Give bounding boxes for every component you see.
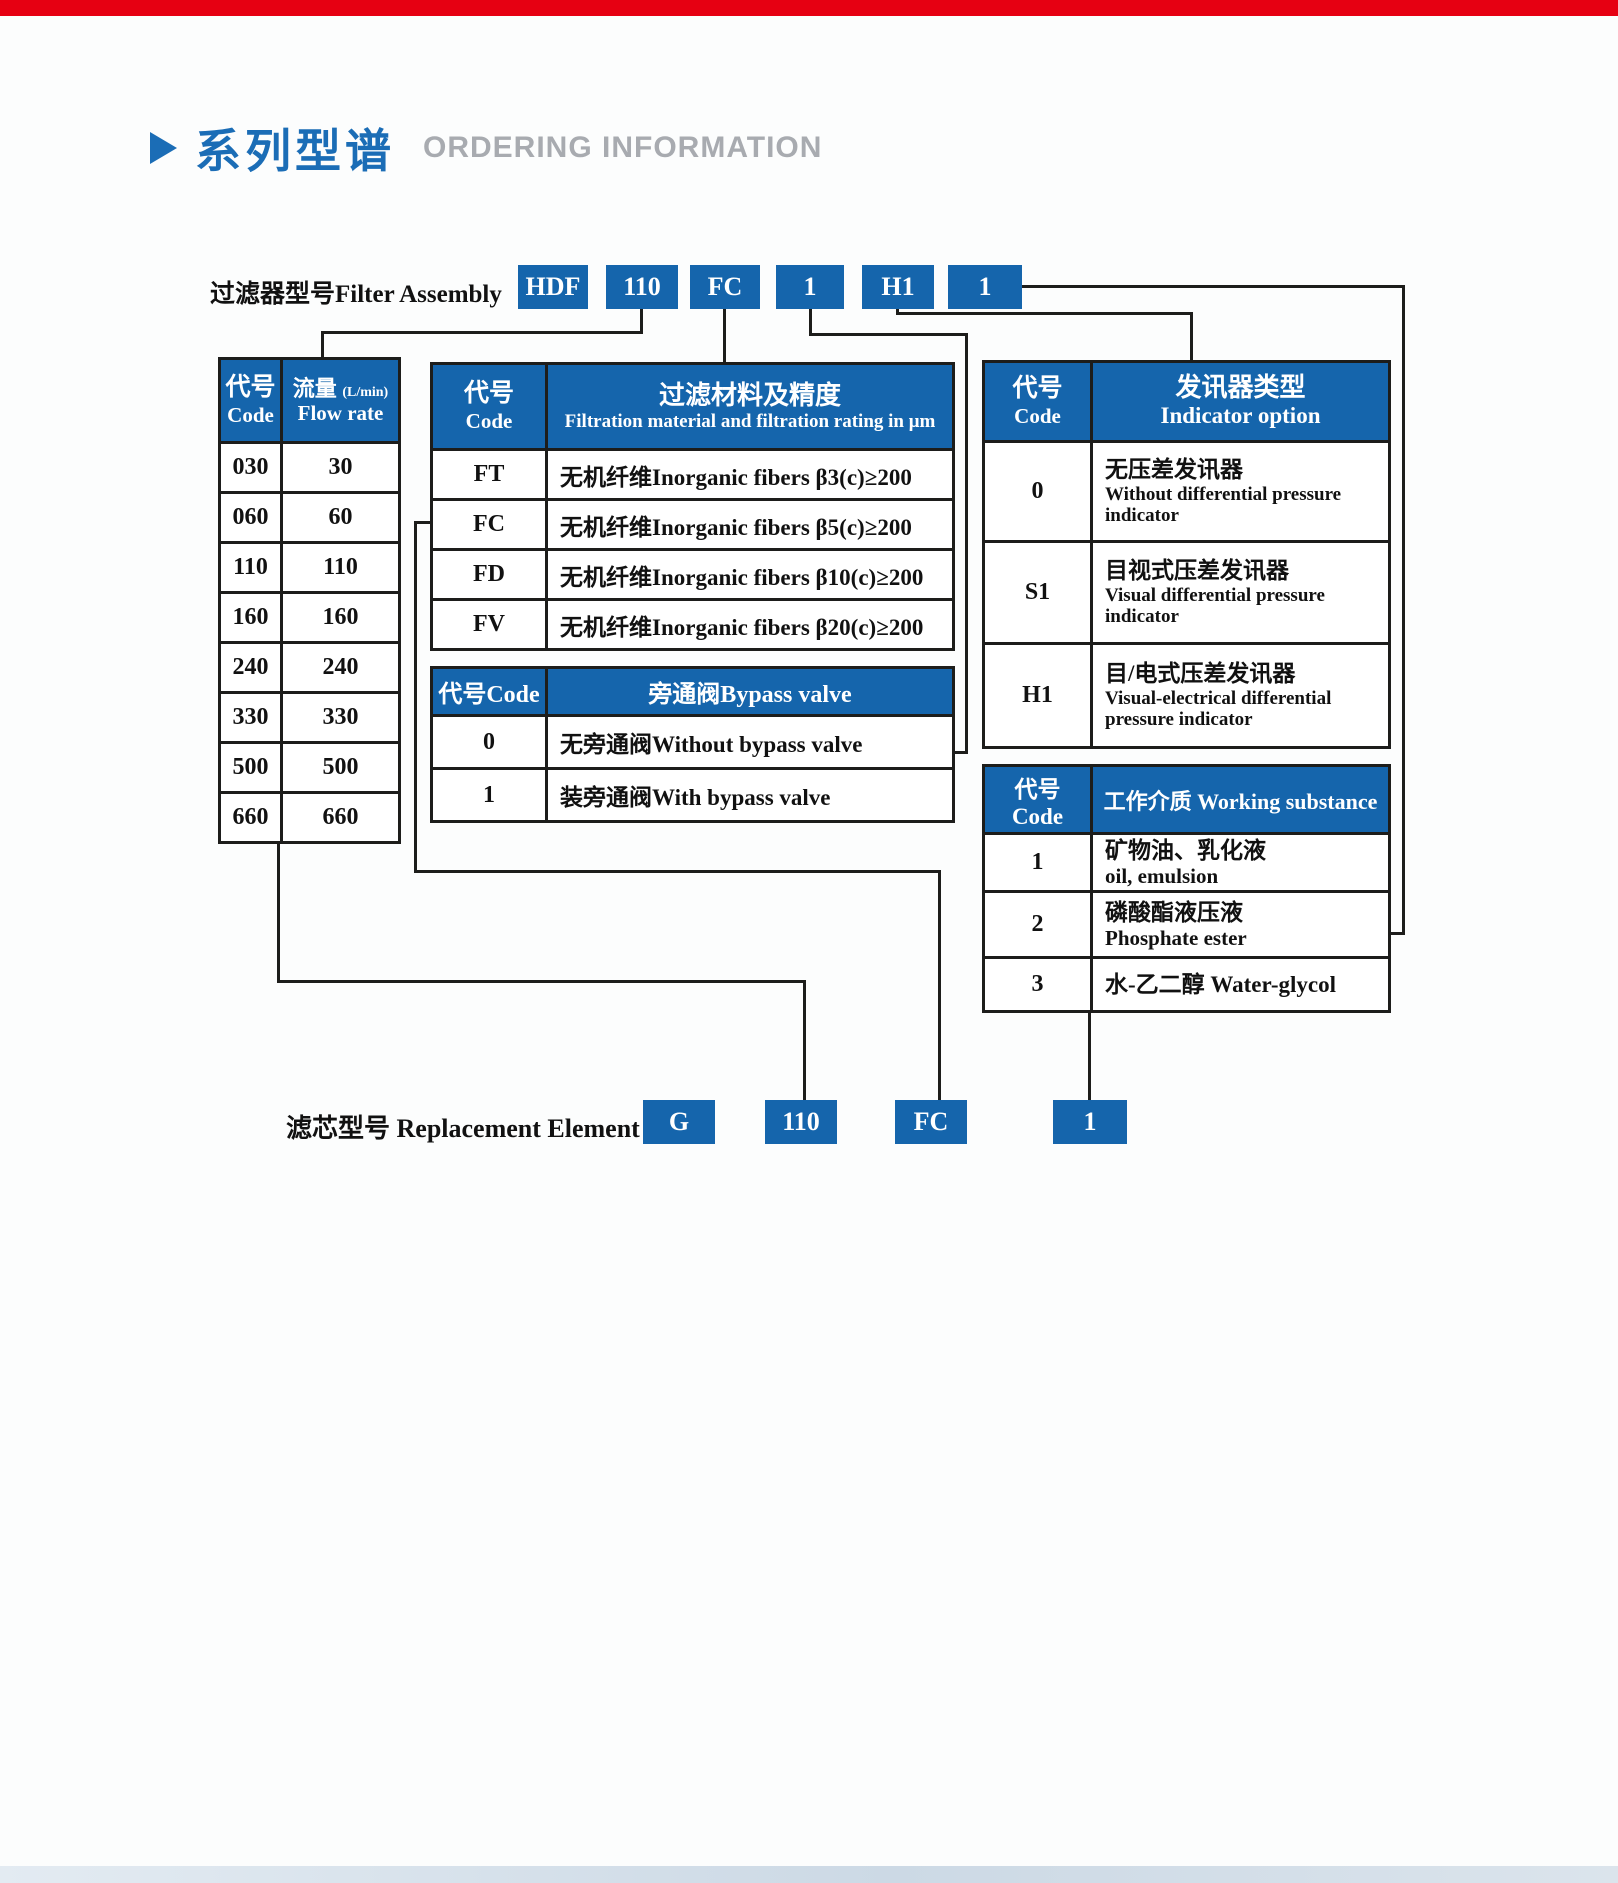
connector-line	[414, 870, 941, 873]
connector-line	[803, 980, 806, 1100]
element-code-flow: 110	[765, 1100, 837, 1144]
connector-line	[809, 333, 968, 336]
element-code-substance: 1	[1053, 1100, 1127, 1144]
table-row: 2 磷酸酯液压液 Phosphate ester	[982, 890, 1391, 959]
connector-line	[640, 309, 643, 334]
indicator-table: 代号 Code 发讯器类型 Indicator option 0 无压差发讯器 …	[982, 360, 1391, 749]
section-title: 系列型谱 ORDERING INFORMATION	[150, 118, 822, 178]
connector-line	[1088, 1010, 1091, 1100]
assembly-code-indicator: H1	[862, 265, 934, 309]
working-substance-table: 代号Code 工作介质 Working substance 1 矿物油、乳化液 …	[982, 764, 1391, 1013]
element-code-filtration: FC	[895, 1100, 967, 1144]
bottom-edge-strip	[0, 1866, 1618, 1883]
connector-line	[949, 751, 968, 754]
substance-title-header: 工作介质 Working substance	[1090, 764, 1391, 835]
flow-code-header: 代号 Code	[218, 357, 283, 444]
connector-line	[321, 331, 324, 359]
replacement-element-label: 滤芯型号 Replacement Element	[286, 1114, 640, 1143]
table-row: 3 水-乙二醇 Water-glycol	[982, 956, 1391, 1013]
table-row: H1 目/电式压差发讯器 Visual-electrical different…	[982, 642, 1391, 749]
bypass-title-header: 旁通阀Bypass valve	[545, 666, 955, 717]
connector-line	[1190, 312, 1193, 362]
connector-line	[1022, 285, 1405, 288]
page-title-cn: 系列型谱	[195, 125, 395, 177]
connector-line	[896, 312, 1193, 315]
connector-line	[809, 309, 812, 336]
connector-line	[277, 980, 806, 983]
connector-line	[414, 521, 433, 524]
bypass-code-header: 代号Code	[430, 666, 548, 717]
filtration-title-header: 过滤材料及精度 Filtration material and filtrati…	[545, 362, 955, 451]
indicator-code-header: 代号 Code	[982, 360, 1093, 443]
substance-code-header: 代号Code	[982, 764, 1093, 835]
assembly-code-substance: 1	[948, 265, 1022, 309]
top-red-bar	[0, 0, 1618, 16]
connector-line	[321, 331, 643, 334]
indicator-title-header: 发讯器类型 Indicator option	[1090, 360, 1391, 443]
flow-rate-header: 流量 (L/min) Flow rate	[280, 357, 401, 444]
connector-line	[965, 333, 968, 754]
element-code-series: G	[643, 1100, 715, 1144]
assembly-code-filtration: FC	[690, 265, 760, 309]
table-row: 1 矿物油、乳化液 oil, emulsion	[982, 832, 1391, 893]
assembly-code-bypass: 1	[776, 265, 844, 309]
arrow-right-icon	[150, 132, 177, 164]
connector-line	[277, 841, 280, 983]
connector-line	[1388, 932, 1405, 935]
assembly-code-flow: 110	[606, 265, 678, 309]
connector-line	[414, 521, 417, 873]
page-title-en: ORDERING INFORMATION	[423, 131, 823, 164]
filter-assembly-label: 过滤器型号Filter Assembly	[210, 281, 502, 308]
assembly-code-series: HDF	[518, 265, 588, 309]
filtration-code-header: 代号 Code	[430, 362, 548, 451]
table-row: S1 目视式压差发讯器 Visual differential pressure…	[982, 540, 1391, 645]
connector-line	[1402, 285, 1405, 935]
table-row: 0 无压差发讯器 Without differential pressure i…	[982, 440, 1391, 543]
connector-line	[723, 309, 726, 365]
connector-line	[938, 870, 941, 1100]
filtration-table: 代号 Code 过滤材料及精度 Filtration material and …	[430, 362, 955, 651]
